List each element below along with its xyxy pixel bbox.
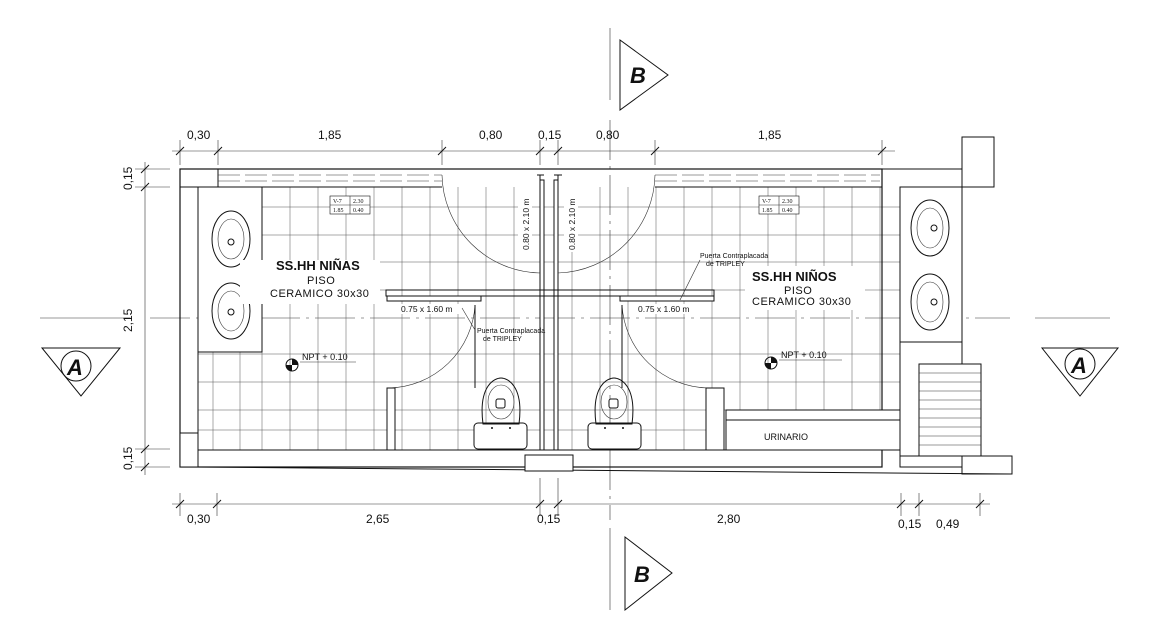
door-note-girls-2: de TRIPLEY <box>483 336 522 343</box>
dimension-top: 0,30 1,85 0,80 0,15 0,80 1,85 <box>172 128 895 165</box>
svg-text:B: B <box>630 63 646 88</box>
svg-text:V-7: V-7 <box>333 199 342 205</box>
dim-bottom-5: 0,49 <box>936 517 960 531</box>
room-girls-floor-type: CERAMICO 30x30 <box>270 288 369 300</box>
section-marker-b-bottom: B <box>624 535 673 612</box>
dim-left-1: 2,15 <box>121 308 135 332</box>
room-boys: SS.HH NIÑOS PISO CERAMICO 30x30 0.75 x 1… <box>564 186 865 370</box>
level-boys: NPT + 0.10 <box>781 350 827 360</box>
section-marker-b-top: B <box>619 39 669 111</box>
svg-text:V-7: V-7 <box>762 199 771 205</box>
svg-text:2.30: 2.30 <box>353 199 364 205</box>
svg-text:1.85: 1.85 <box>333 208 344 214</box>
window-tag-boys: V-7 2.30 1.85 0.40 <box>758 195 800 215</box>
door-size-boys: 0.80 x 2.10 m <box>567 198 577 250</box>
sink-right-bottom-icon <box>910 273 950 331</box>
sink-left-bottom-icon <box>211 282 251 340</box>
window-tag-girls: V-7 2.30 1.85 0.40 <box>329 195 371 215</box>
door-top-right <box>557 174 656 274</box>
partition-window <box>385 289 715 297</box>
room-girls-floor-label: PISO <box>307 275 335 287</box>
dim-bottom-4: 0,15 <box>898 517 922 531</box>
dim-left-0: 0,15 <box>121 166 135 190</box>
dim-top-5: 1,85 <box>758 128 782 142</box>
room-girls: SS.HH NIÑAS PISO CERAMICO 30x30 0.75 x 1… <box>240 186 545 372</box>
section-marker-a-left: A <box>40 347 122 397</box>
dimension-left: 0,15 2,15 0,15 <box>121 162 170 475</box>
room-boys-floor-label: PISO <box>784 285 812 297</box>
room-boys-name: SS.HH NIÑOS <box>752 269 837 284</box>
dim-top-1: 1,85 <box>318 128 342 142</box>
dim-left-2: 0,15 <box>121 446 135 470</box>
stairs <box>918 363 982 457</box>
door-stall-left <box>386 295 482 451</box>
dim-top-0: 0,30 <box>187 128 211 142</box>
level-marker-boys-icon <box>764 356 778 370</box>
dim-bottom-0: 0,30 <box>187 512 211 526</box>
svg-text:2.30: 2.30 <box>782 199 793 205</box>
door-top-left <box>441 174 541 274</box>
svg-text:0.40: 0.40 <box>782 208 793 214</box>
sink-left-top-icon <box>211 210 251 268</box>
room-girls-name: SS.HH NIÑAS <box>276 258 360 273</box>
walls <box>179 136 1013 475</box>
window-size-girls: 0.75 x 1.60 m <box>401 304 453 314</box>
svg-text:0.40: 0.40 <box>353 208 364 214</box>
door-size-girls: 0.80 x 2.10 m <box>521 198 531 250</box>
svg-text:B: B <box>634 562 650 587</box>
window-size-boys: 0.75 x 1.60 m <box>638 304 690 314</box>
toilet-right-icon <box>587 377 642 450</box>
svg-text:1.85: 1.85 <box>762 208 773 214</box>
door-note-boys-2: de TRIPLEY <box>706 261 745 268</box>
dim-bottom-3: 2,80 <box>717 512 741 526</box>
level-girls: NPT + 0.10 <box>302 352 348 362</box>
level-marker-girls-icon <box>285 358 299 372</box>
dim-top-4: 0,80 <box>596 128 620 142</box>
door-stall-right <box>619 295 725 451</box>
dim-bottom-1: 2,65 <box>366 512 390 526</box>
svg-text:URINARIO: URINARIO <box>764 432 808 442</box>
toilet-left-icon <box>473 377 528 450</box>
dim-bottom-2: 0,15 <box>537 512 561 526</box>
section-marker-a-right: A <box>1040 347 1120 397</box>
svg-text:A: A <box>1070 353 1087 378</box>
svg-text:A: A <box>66 355 83 380</box>
dim-top-2: 0,80 <box>479 128 503 142</box>
dimension-bottom: 0,30 2,65 0,15 2,80 0,15 0,49 <box>172 478 990 531</box>
door-note-girls-1: Puerta Contraplacada <box>477 328 545 335</box>
sink-right-top-icon <box>910 199 950 257</box>
urinal: URINARIO <box>725 409 901 451</box>
dim-top-3: 0,15 <box>538 128 562 142</box>
door-note-boys-1: Puerta Contraplacada <box>700 253 768 260</box>
room-boys-floor-type: CERAMICO 30x30 <box>752 296 851 308</box>
